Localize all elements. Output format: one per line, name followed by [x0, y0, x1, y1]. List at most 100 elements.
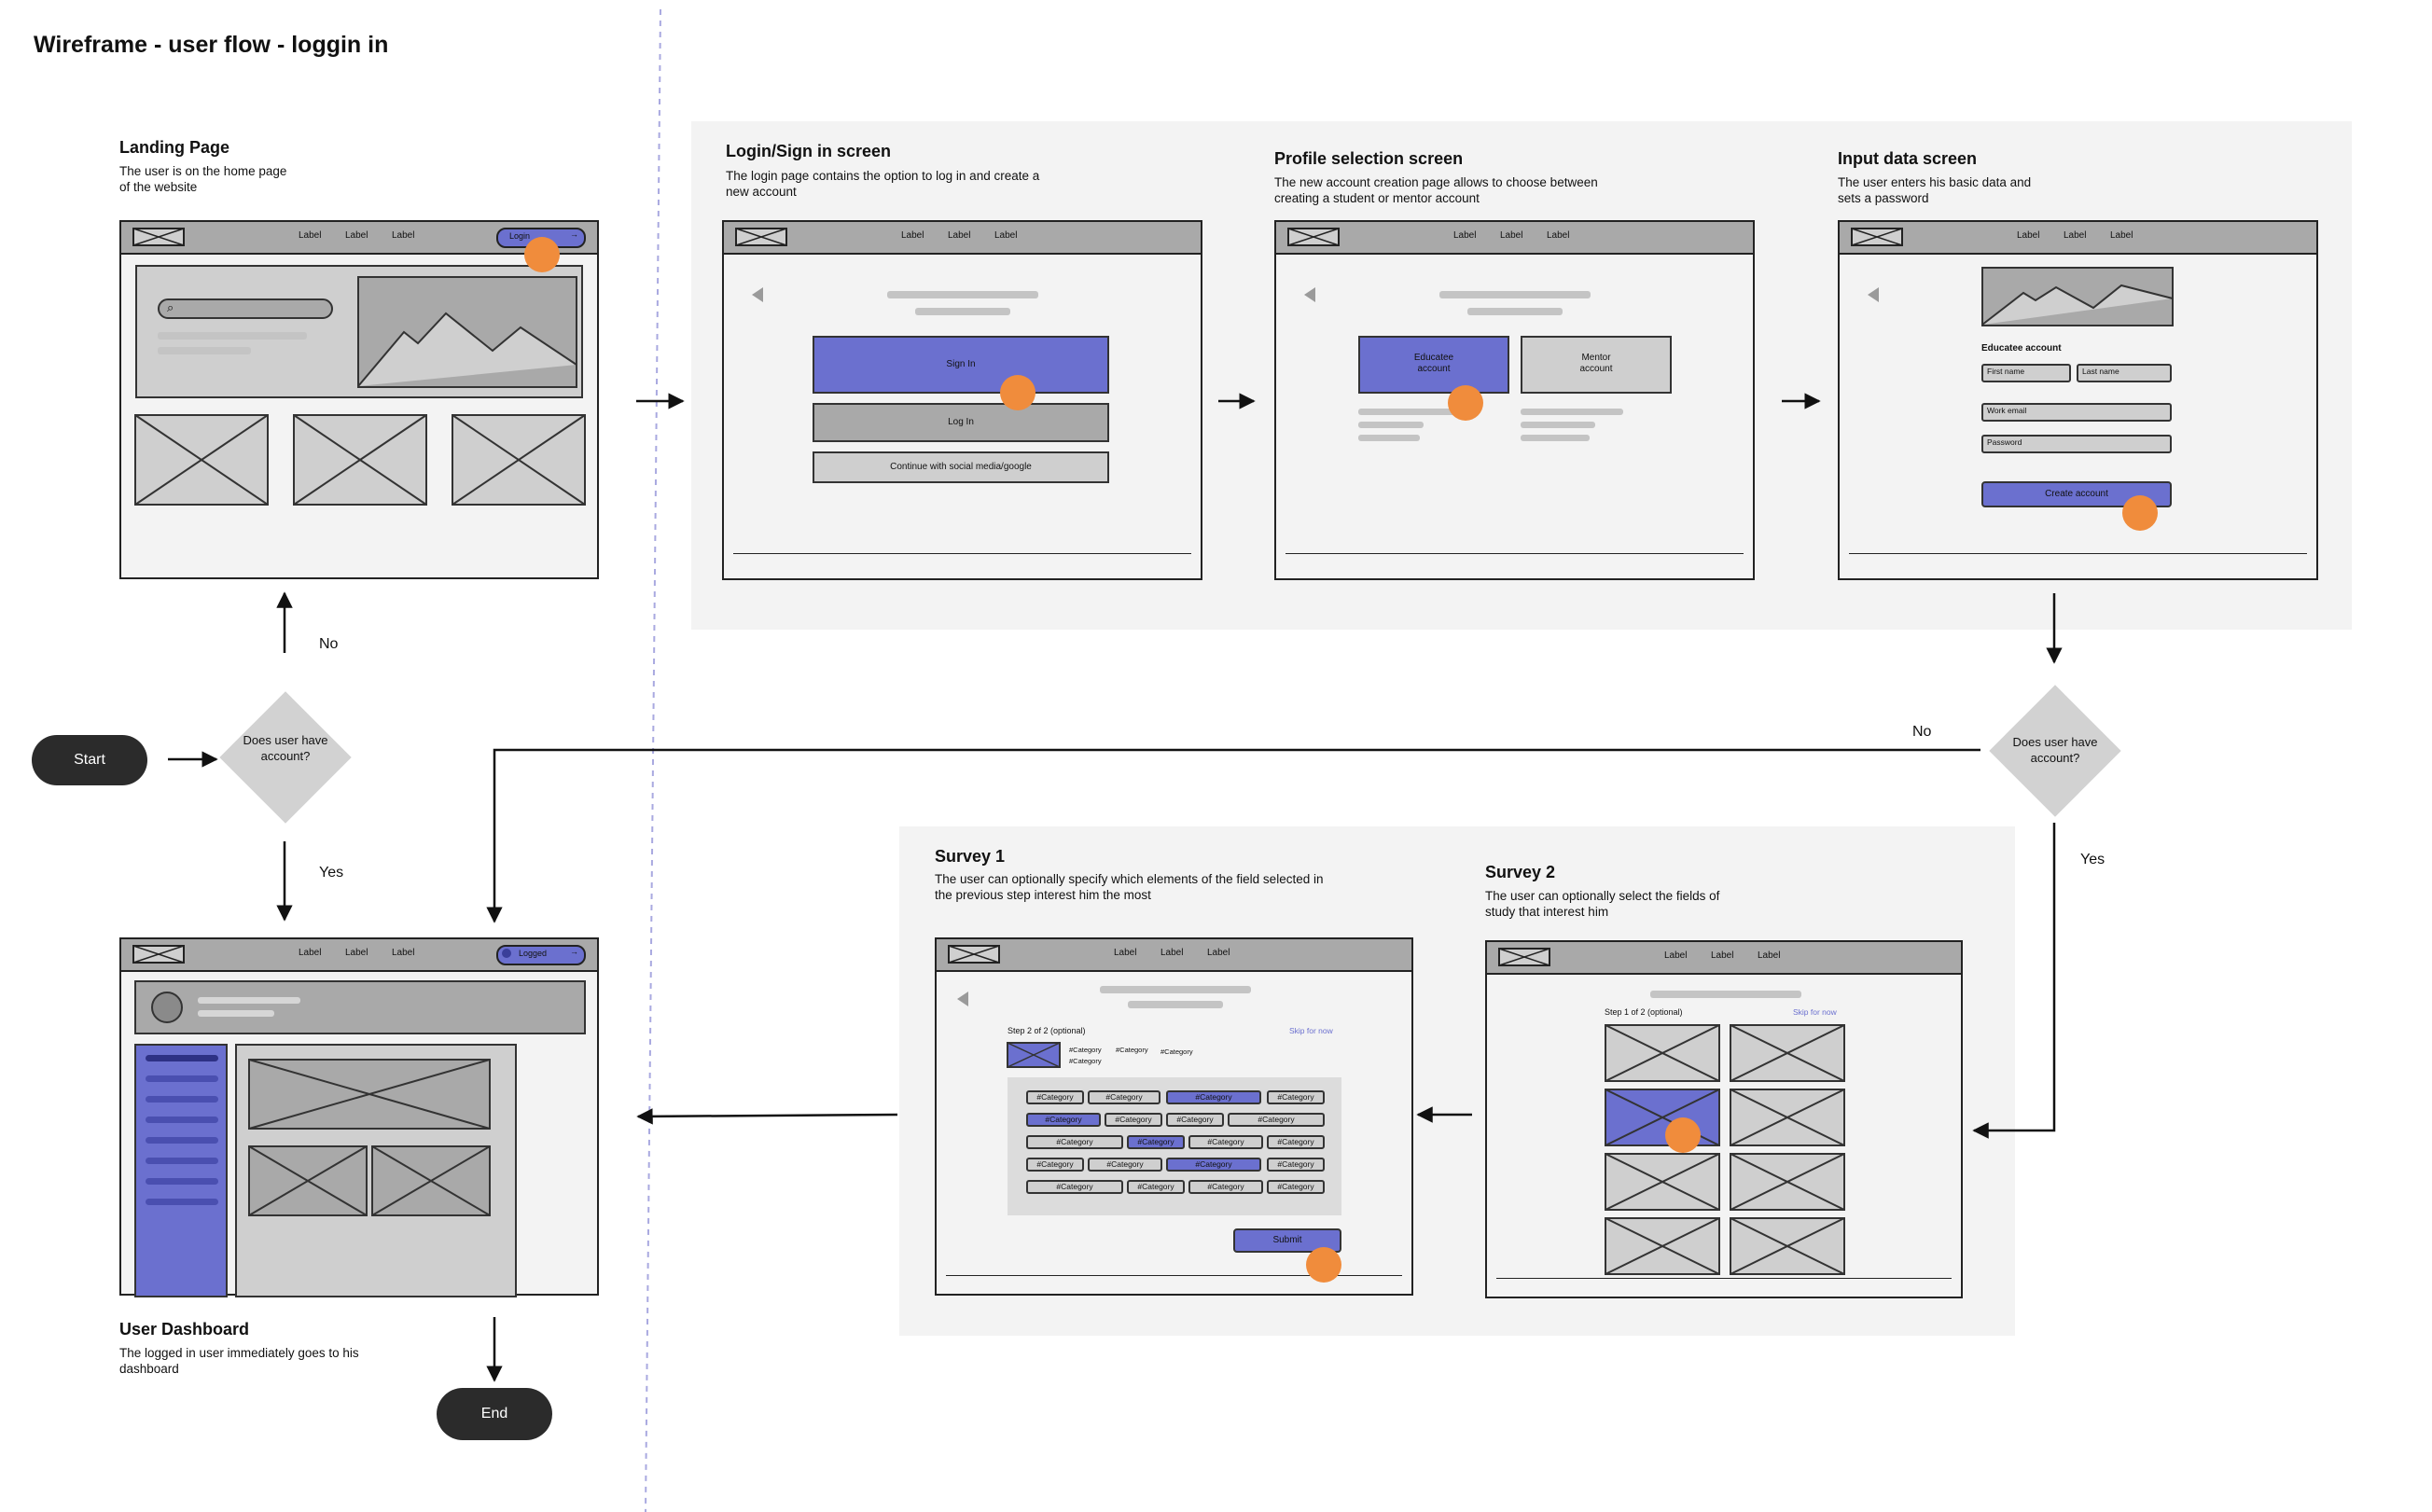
- logged-button[interactable]: Logged→: [496, 945, 586, 965]
- first-name-field[interactable]: First name: [1981, 364, 2071, 382]
- nav-label-2[interactable]: Label: [2064, 230, 2087, 241]
- footer-line: [1496, 1278, 1952, 1279]
- password-field[interactable]: Password: [1981, 435, 2172, 453]
- sidebar-item[interactable]: [146, 1117, 218, 1123]
- nav-label-1[interactable]: Label: [299, 948, 322, 958]
- logo-placeholder-icon: [948, 945, 1000, 964]
- nav-label-3[interactable]: Label: [1758, 950, 1781, 961]
- category-chip[interactable]: #Category: [1026, 1113, 1101, 1127]
- sidebar-item[interactable]: [146, 1158, 218, 1164]
- login-topbar: Label Label Label: [724, 222, 1201, 255]
- dashboard-content: [235, 1044, 517, 1297]
- survey2-skip[interactable]: Skip for now: [1793, 1007, 1837, 1017]
- survey2-heading: Survey 2: [1485, 863, 1556, 881]
- category-chip[interactable]: #Category: [1026, 1090, 1084, 1104]
- survey1-step: Step 2 of 2 (optional): [1008, 1026, 1086, 1035]
- back-arrow-icon[interactable]: [752, 287, 763, 302]
- category-chip[interactable]: #Category: [1166, 1158, 1261, 1172]
- category-chip[interactable]: #Category: [1166, 1090, 1261, 1104]
- end-node: End: [437, 1388, 552, 1440]
- survey1-title-line: [1100, 986, 1251, 993]
- back-arrow-icon[interactable]: [957, 992, 968, 1006]
- nav-label-2[interactable]: Label: [1500, 230, 1523, 241]
- category-chip[interactable]: #Category: [1026, 1158, 1084, 1172]
- category-chip[interactable]: #Category: [1188, 1135, 1263, 1149]
- nav-label-3[interactable]: Label: [1207, 948, 1230, 958]
- landing-frame: Label Label Label Login→ ⌕: [119, 220, 599, 579]
- nav-label-1[interactable]: Label: [299, 230, 322, 241]
- nav-label-2[interactable]: Label: [345, 230, 368, 241]
- log-in-button[interactable]: Log In: [813, 403, 1109, 442]
- educatee-line-1: [1358, 409, 1461, 415]
- footer-line: [1285, 553, 1744, 554]
- category-chip[interactable]: #Category: [1267, 1135, 1325, 1149]
- cursor-hand-icon: [1306, 1247, 1341, 1283]
- sidebar-item[interactable]: [146, 1199, 218, 1205]
- nav-label-1[interactable]: Label: [901, 230, 924, 241]
- nav-label-3[interactable]: Label: [392, 230, 415, 241]
- category-chip[interactable]: #Category: [1026, 1135, 1123, 1149]
- selected-category-2: #Category: [1116, 1046, 1148, 1054]
- cursor-hand-icon: [524, 237, 560, 272]
- mentor-account-button[interactable]: Mentor account: [1521, 336, 1672, 394]
- category-chip[interactable]: #Category: [1166, 1113, 1224, 1127]
- category-chip[interactable]: #Category: [1267, 1158, 1325, 1172]
- logo-placeholder-icon: [132, 945, 185, 964]
- nav-label-1[interactable]: Label: [2017, 230, 2040, 241]
- survey2-topbar: Label Label Label: [1487, 942, 1961, 975]
- profile-header: [134, 980, 586, 1034]
- category-chip[interactable]: #Category: [1127, 1135, 1185, 1149]
- survey1-skip[interactable]: Skip for now: [1289, 1026, 1333, 1035]
- login-title-line: [887, 291, 1038, 298]
- work-email-field[interactable]: Work email: [1981, 403, 2172, 422]
- nav-label-3[interactable]: Label: [1547, 230, 1570, 241]
- hero-text-line-2: [158, 347, 251, 354]
- landing-desc: The user is on the home page of the webs…: [119, 164, 287, 194]
- category-chip[interactable]: #Category: [1088, 1158, 1162, 1172]
- nav-label-2[interactable]: Label: [345, 948, 368, 958]
- nav-label-2[interactable]: Label: [1160, 948, 1184, 958]
- search-icon: ⌕: [167, 300, 174, 314]
- category-chip[interactable]: #Category: [1267, 1180, 1325, 1194]
- sidebar-item[interactable]: [146, 1075, 218, 1082]
- sidebar-item[interactable]: [146, 1096, 218, 1103]
- nav-label-3[interactable]: Label: [994, 230, 1018, 241]
- nav-label-3[interactable]: Label: [392, 948, 415, 958]
- educatee-account-button[interactable]: Educatee account: [1358, 336, 1509, 394]
- sidebar-item[interactable]: [146, 1055, 218, 1061]
- category-chip[interactable]: #Category: [1127, 1180, 1185, 1194]
- back-arrow-icon[interactable]: [1868, 287, 1879, 302]
- dashboard-desc: The logged in user immediately goes to h…: [119, 1346, 359, 1376]
- logged-button-label: Logged: [519, 949, 548, 958]
- nav-label-1[interactable]: Label: [1664, 950, 1688, 961]
- landing-image-placeholders: [134, 414, 586, 506]
- no-label-1: No: [319, 636, 339, 652]
- category-chip[interactable]: #Category: [1267, 1090, 1325, 1104]
- category-chip[interactable]: #Category: [1026, 1180, 1123, 1194]
- start-node: Start: [32, 735, 147, 785]
- back-arrow-icon[interactable]: [1304, 287, 1315, 302]
- last-name-field[interactable]: Last name: [2077, 364, 2172, 382]
- social-login-button[interactable]: Continue with social media/google: [813, 451, 1109, 483]
- category-chip[interactable]: #Category: [1105, 1113, 1162, 1127]
- category-chip[interactable]: #Category: [1188, 1180, 1263, 1194]
- educatee-line-2: [1358, 422, 1424, 428]
- nav-label-1[interactable]: Label: [1453, 230, 1477, 241]
- input-desc: The user enters his basic data and sets …: [1838, 175, 2032, 205]
- nav-label-2[interactable]: Label: [1711, 950, 1734, 961]
- nav-label-1[interactable]: Label: [1114, 948, 1137, 958]
- nav-label-3[interactable]: Label: [2110, 230, 2133, 241]
- sidebar-item[interactable]: [146, 1137, 218, 1144]
- category-chip[interactable]: #Category: [1088, 1090, 1160, 1104]
- search-bar[interactable]: ⌕: [158, 298, 333, 319]
- arrow-right-icon: →: [570, 229, 578, 239]
- avatar-dot-icon: [502, 949, 511, 958]
- nav-label-2[interactable]: Label: [948, 230, 971, 241]
- hero-text-line-1: [158, 332, 307, 340]
- yes-label-1: Yes: [319, 865, 344, 881]
- category-chip[interactable]: #Category: [1228, 1113, 1325, 1127]
- log-in-label: Log In: [948, 417, 974, 427]
- sidebar-item[interactable]: [146, 1178, 218, 1185]
- sign-in-button[interactable]: Sign In: [813, 336, 1109, 394]
- input-frame: Label Label Label Educatee account First…: [1838, 220, 2318, 580]
